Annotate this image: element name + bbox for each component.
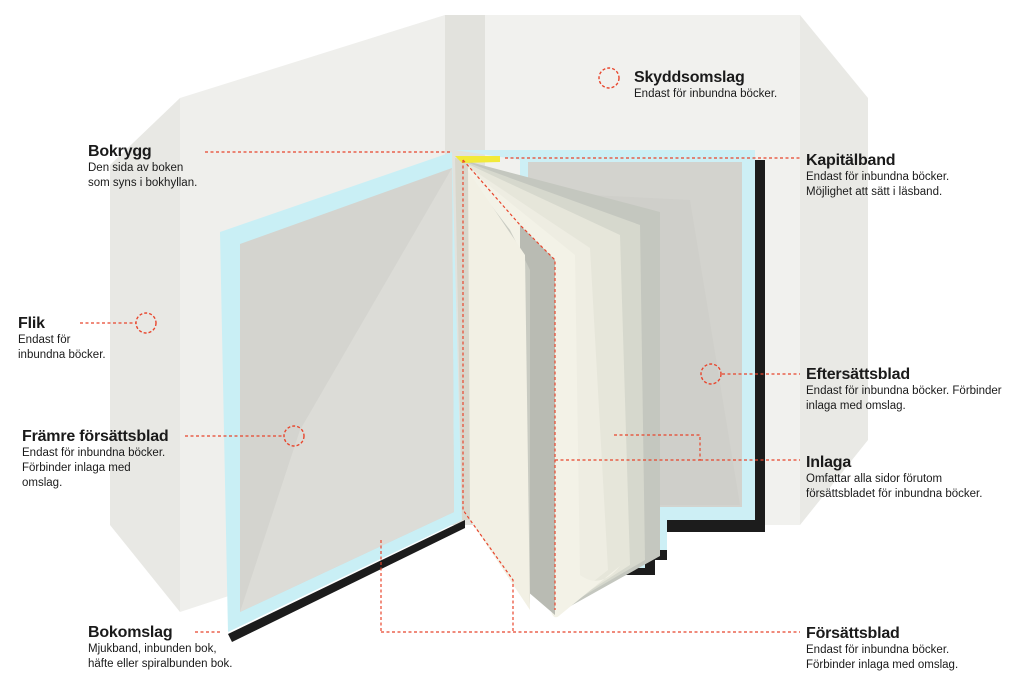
label-skyddsomslag: Skyddsomslag Endast för inbundna böcker. bbox=[634, 68, 777, 102]
marker-skyddsomslag bbox=[598, 67, 620, 89]
book-block bbox=[455, 156, 660, 618]
leader-inlaga bbox=[555, 434, 701, 461]
label-framre-line-2: Förbinder inlaga med bbox=[22, 462, 131, 474]
front-cover bbox=[220, 152, 465, 642]
label-flik-title: Flik bbox=[18, 315, 45, 332]
label-bokomslag-title: Bokomslag bbox=[88, 624, 173, 641]
label-framre-line-1: Endast för inbundna böcker. bbox=[22, 447, 166, 459]
label-bokrygg-line-2: som syns i bokhyllan. bbox=[88, 177, 198, 189]
label-kapitalband-line-1: Endast för inbundna böcker. bbox=[806, 171, 950, 183]
label-skyddsomslag-line-1: Endast för inbundna böcker. bbox=[634, 88, 778, 100]
headband bbox=[455, 156, 500, 163]
label-eftersattsblad-line-2: inlaga med omslag. bbox=[806, 400, 906, 412]
label-kapitalband: Kapitälband Endast för inbundna böcker. … bbox=[806, 151, 949, 200]
leader-page-edge bbox=[462, 159, 556, 610]
label-forsattsblad-line-2: Förbinder inlaga med omslag. bbox=[806, 659, 959, 671]
label-framre-title: Främre försättsblad bbox=[22, 428, 169, 445]
front-page bbox=[462, 162, 530, 610]
label-bokomslag-line-2: häfte eller spiralbunden bok. bbox=[88, 658, 233, 670]
jacket-left-flap bbox=[110, 98, 180, 612]
callout-markers bbox=[135, 67, 722, 447]
label-flik-line-2: inbundna böcker. bbox=[18, 349, 106, 361]
label-skyddsomslag-title: Skyddsomslag bbox=[634, 69, 745, 86]
label-inlaga-line-2: försättsbladet för inbundna böcker. bbox=[806, 488, 983, 500]
label-kapitalband-line-2: Möjlighet att sätt i läsband. bbox=[806, 186, 943, 198]
marker-framre bbox=[283, 425, 305, 447]
label-forsattsblad: Försättsblad Endast för inbundna böcker.… bbox=[806, 624, 958, 673]
label-flik-line-1: Endast för bbox=[18, 334, 71, 346]
label-inlaga: Inlaga Omfattar alla sidor förutom försä… bbox=[806, 453, 982, 502]
marker-flik bbox=[135, 312, 157, 334]
label-flik: Flik Endast för inbundna böcker. bbox=[18, 314, 106, 363]
label-eftersattsblad-title: Eftersättsblad bbox=[806, 366, 910, 383]
label-kapitalband-title: Kapitälband bbox=[806, 152, 896, 169]
label-framre: Främre försättsblad Endast för inbundna … bbox=[22, 427, 169, 491]
label-bokrygg: Bokrygg Den sida av boken som syns i bok… bbox=[88, 142, 197, 191]
label-bokomslag-line-1: Mjukband, inbunden bok, bbox=[88, 643, 217, 655]
label-bokrygg-line-1: Den sida av boken bbox=[88, 162, 184, 174]
label-eftersattsblad-line-1: Endast för inbundna böcker. Förbinder bbox=[806, 385, 1002, 397]
label-bokomslag: Bokomslag Mjukband, inbunden bok, häfte … bbox=[88, 623, 233, 672]
leader-lines bbox=[80, 151, 800, 633]
label-forsattsblad-line-1: Endast för inbundna böcker. bbox=[806, 644, 950, 656]
label-bokrygg-title: Bokrygg bbox=[88, 143, 152, 160]
label-eftersattsblad: Eftersättsblad Endast för inbundna böcke… bbox=[806, 365, 1002, 414]
label-inlaga-line-1: Omfattar alla sidor förutom bbox=[806, 473, 943, 485]
label-inlaga-title: Inlaga bbox=[806, 454, 852, 471]
front-cover-shadow bbox=[228, 520, 465, 642]
jacket-right-flap bbox=[800, 15, 868, 525]
front-endpaper-fold bbox=[240, 168, 454, 612]
label-framre-line-3: omslag. bbox=[22, 477, 63, 489]
label-forsattsblad-title: Försättsblad bbox=[806, 625, 900, 642]
leader-forsattsblad-outline bbox=[462, 160, 514, 632]
marker-eftersattsblad bbox=[700, 363, 722, 385]
